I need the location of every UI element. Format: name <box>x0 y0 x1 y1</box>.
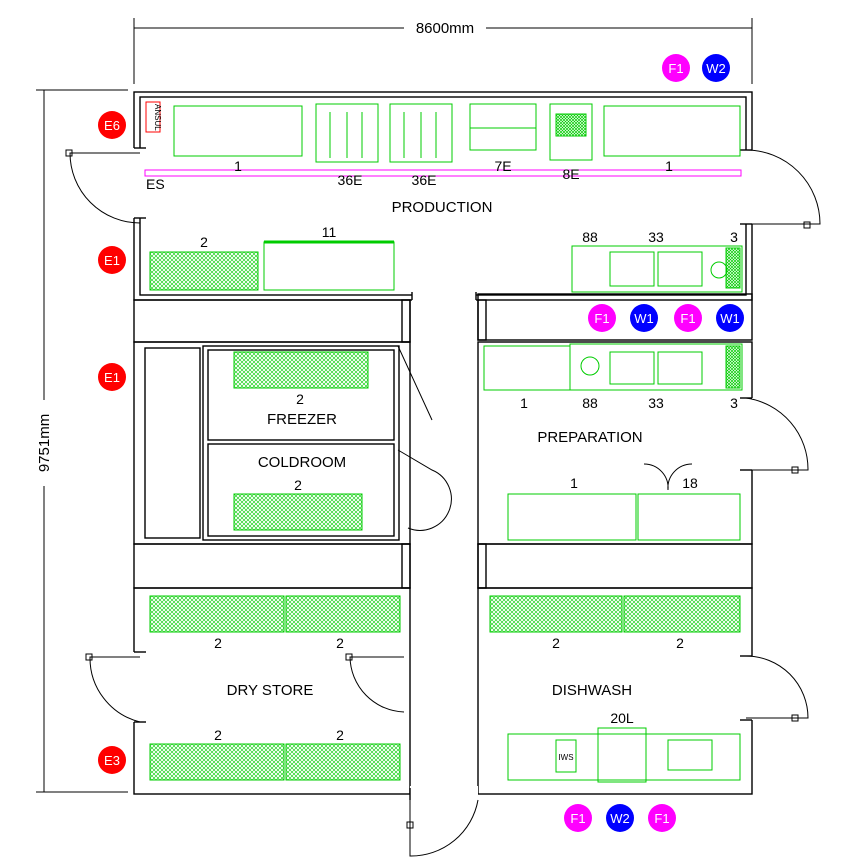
badge-e3-circle <box>98 746 126 774</box>
badge-e3: E3 <box>98 746 126 774</box>
label-dry-top-right: 2 <box>336 635 344 651</box>
badge-e1a-text: E1 <box>104 253 120 268</box>
badge-w2-bot-text: W2 <box>610 811 630 826</box>
room-dishwash: DISHWASH <box>552 682 632 699</box>
preparation-equipment <box>483 343 743 541</box>
coldroom-equipment <box>233 351 369 531</box>
room-production: PRODUCTION <box>392 199 493 216</box>
badge-e1a: E1 <box>98 246 126 274</box>
label-prod-8e: 8E <box>562 166 579 182</box>
label-prep-bot-1: 1 <box>520 395 528 411</box>
label-prod-fryer-b: 36E <box>412 172 437 188</box>
width-label: 8600mm <box>416 20 474 37</box>
badge-e6: E6 <box>98 111 126 139</box>
label-freezer-shelf: 2 <box>296 391 304 407</box>
label-iws: IWS <box>558 753 573 762</box>
label-dry-bot-left: 2 <box>214 727 222 743</box>
label-prep-bot-3: 3 <box>730 395 738 411</box>
badge-f1-top-text: F1 <box>668 61 683 76</box>
height-label: 9751mm <box>36 414 53 472</box>
badge-w1-mid-b-circle <box>716 304 744 332</box>
label-prep-bench: 1 <box>570 475 578 491</box>
badge-f1-mid-a: F1 <box>588 304 616 332</box>
badge-w1-mid-b-text: W1 <box>720 311 740 326</box>
label-prod-bench-left: 1 <box>234 158 242 174</box>
badge-f1-mid-a-circle <box>588 304 616 332</box>
badge-f1-mid-a-text: F1 <box>594 311 609 326</box>
badge-e6-text: E6 <box>104 118 120 133</box>
badge-w1-mid-a: W1 <box>630 304 658 332</box>
label-dish-20l: 20L <box>610 710 634 726</box>
badge-f1-mid-b-circle <box>674 304 702 332</box>
badge-f1-bot-a-circle <box>564 804 592 832</box>
label-prep-bot-33: 33 <box>648 395 664 411</box>
badge-w2-bot: W2 <box>606 804 634 832</box>
production-equipment: ANSUL <box>144 101 743 293</box>
room-preparation: PREPARATION <box>537 429 642 446</box>
room-labels: PRODUCTION FREEZER COLDROOM PREPARATION … <box>227 199 643 699</box>
walls <box>125 91 762 800</box>
badge-e6-circle <box>98 111 126 139</box>
badge-f1-bot-b: F1 <box>648 804 676 832</box>
badge-e1a-circle <box>98 246 126 274</box>
store-equipment <box>149 595 741 783</box>
badge-e3-text: E3 <box>104 753 120 768</box>
badge-w1-mid-a-text: W1 <box>634 311 654 326</box>
label-prod-shelf: 2 <box>200 234 208 250</box>
badge-f1-bot-a-text: F1 <box>570 811 585 826</box>
label-prod-7e: 7E <box>494 158 511 174</box>
room-coldroom: COLDROOM <box>258 454 346 471</box>
label-dish-top-right: 2 <box>676 635 684 651</box>
badge-f1-bot-b-circle <box>648 804 676 832</box>
badge-f1-top-circle <box>662 54 690 82</box>
badge-f1-mid-b: F1 <box>674 304 702 332</box>
label-prep-bot-88: 88 <box>582 395 598 411</box>
label-prep-top-3: 3 <box>730 229 738 245</box>
equipment-labels: ES 1 36E 36E 7E 8E 1 2 11 88 33 3 1 88 3… <box>146 158 738 762</box>
dimension-height: 9751mm <box>34 89 128 793</box>
label-dish-top-left: 2 <box>552 635 560 651</box>
label-prod-unit-11: 11 <box>322 224 337 240</box>
room-dry-store: DRY STORE <box>227 682 314 699</box>
label-prep-top-88: 88 <box>582 229 598 245</box>
badge-f1-mid-b-text: F1 <box>680 311 695 326</box>
label-coldroom-shelf: 2 <box>294 477 302 493</box>
badge-f1-bot-a: F1 <box>564 804 592 832</box>
label-prod-bench-right: 1 <box>665 158 673 174</box>
label-dry-top-left: 2 <box>214 635 222 651</box>
badge-f1-bot-b-text: F1 <box>654 811 669 826</box>
badge-f1-top: F1 <box>662 54 690 82</box>
badge-e1b-text: E1 <box>104 370 120 385</box>
label-prod-fryer-a: 36E <box>338 172 363 188</box>
badge-w1-mid-b: W1 <box>716 304 744 332</box>
label-prep-18: 18 <box>682 475 698 491</box>
label-dry-bot-right: 2 <box>336 727 344 743</box>
badge-w2-top-circle <box>702 54 730 82</box>
doors <box>65 149 821 857</box>
dimension-width: 8600mm <box>133 18 753 84</box>
badge-w1-mid-a-circle <box>630 304 658 332</box>
ansul-label: ANSUL <box>153 104 162 131</box>
badge-e1b-circle <box>98 363 126 391</box>
label-prep-top-33: 33 <box>648 229 664 245</box>
badge-w2-top-text: W2 <box>706 61 726 76</box>
room-freezer: FREEZER <box>267 411 337 428</box>
label-es: ES <box>146 176 165 192</box>
badge-w2-bot-circle <box>606 804 634 832</box>
service-badges: E6 E1 E1 E3 F1 W2 F1 W1 <box>98 54 744 832</box>
badge-w2-top: W2 <box>702 54 730 82</box>
badge-e1b: E1 <box>98 363 126 391</box>
